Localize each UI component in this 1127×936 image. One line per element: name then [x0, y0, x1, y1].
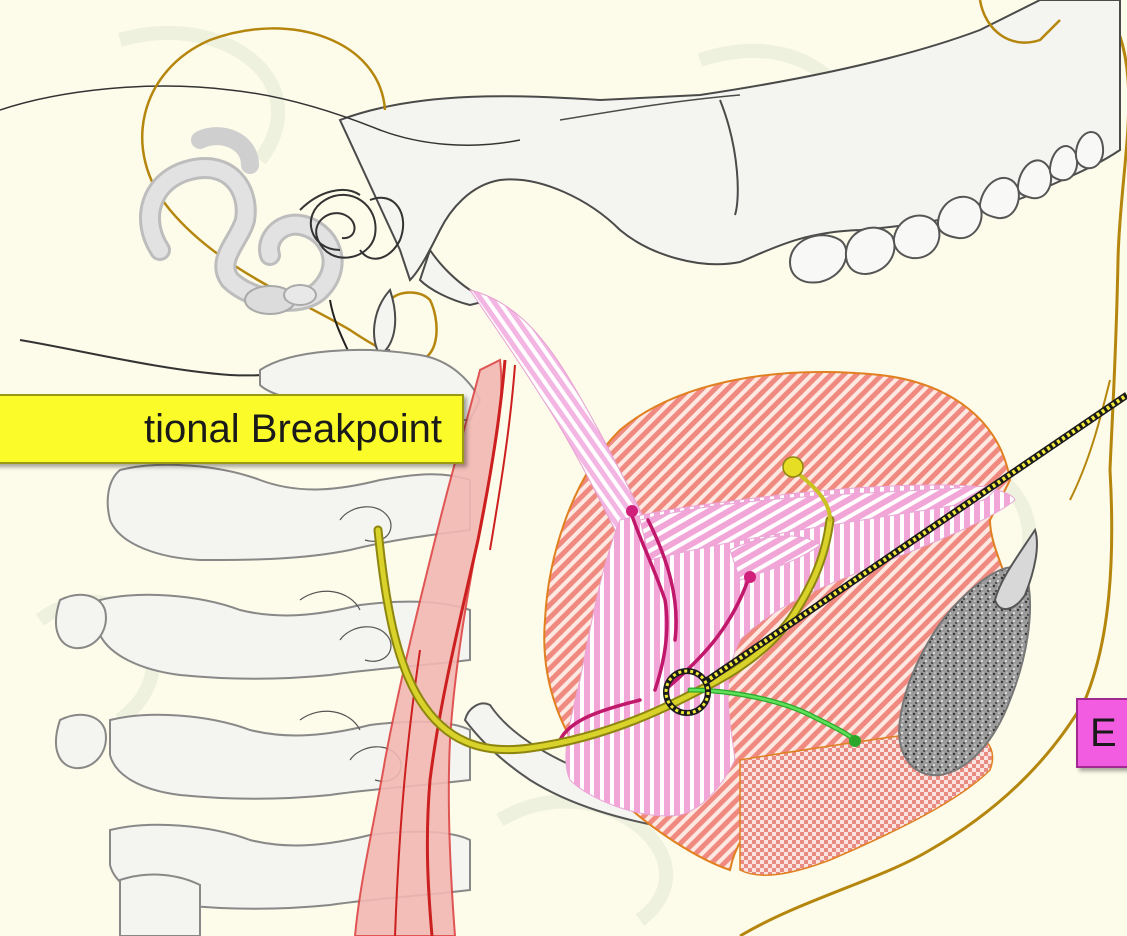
occipital-line-2 — [0, 86, 230, 110]
magenta-nerve-end-1 — [626, 505, 638, 517]
skull-maxilla — [340, 0, 1120, 280]
right-callout-label: E — [1076, 698, 1127, 768]
magenta-nerve-end-2 — [744, 571, 756, 583]
mandible-outline — [1070, 380, 1110, 500]
inner-ear — [150, 136, 333, 314]
breakpoint-callout-text: tional Breakpoint — [144, 396, 442, 462]
yellow-nerve-end — [783, 457, 803, 477]
breakpoint-callout-label: tional Breakpoint — [0, 394, 464, 464]
mastoid-process — [374, 290, 395, 355]
right-callout-text: E — [1090, 711, 1117, 755]
green-nerve-end — [849, 735, 861, 747]
